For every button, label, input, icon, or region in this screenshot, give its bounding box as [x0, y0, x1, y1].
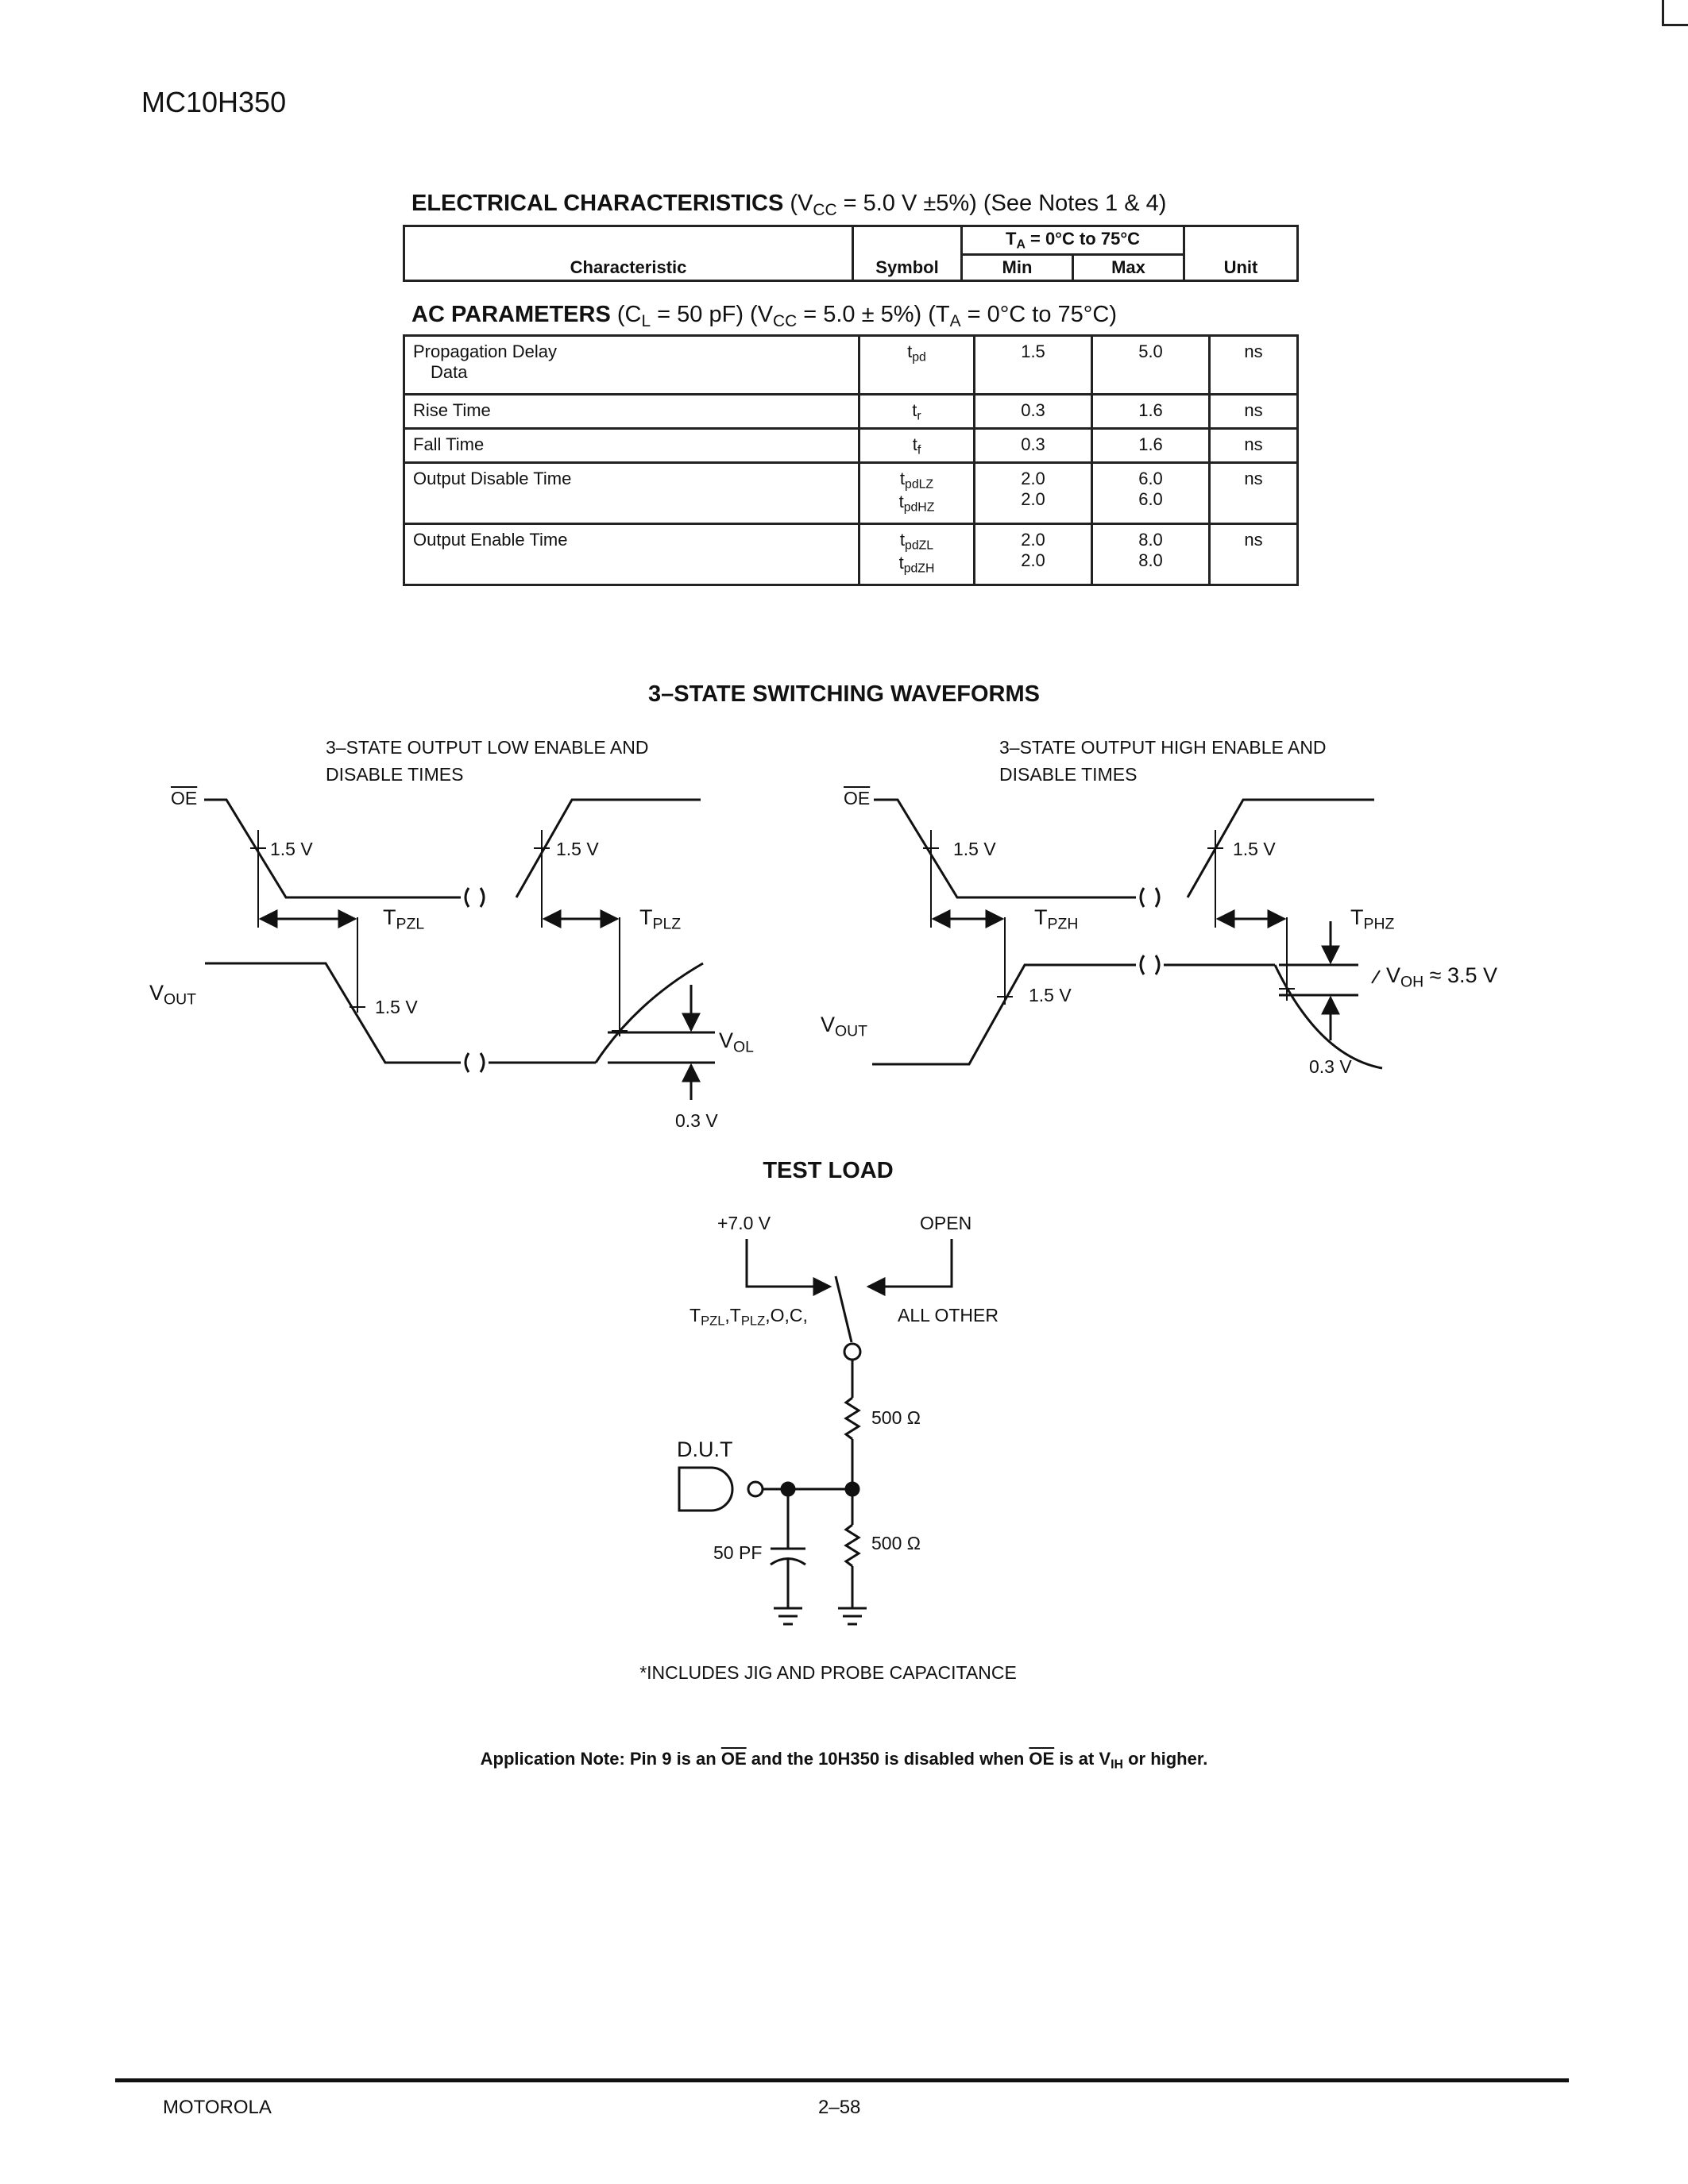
unit-cell: ns [1208, 334, 1299, 396]
right-vout-label: VOUT [821, 1013, 868, 1040]
max-cell: 1.6 [1091, 427, 1211, 464]
left-vout-label: VOUT [149, 981, 197, 1009]
unit-cell: ns [1208, 461, 1299, 525]
page-corner-mark [1662, 0, 1688, 26]
max-cell: 5.0 [1091, 334, 1211, 396]
waveforms-title: 3–STATE SWITCHING WAVEFORMS [647, 681, 1040, 707]
col-min: Min [960, 253, 1074, 283]
electrical-characteristics-title: ELECTRICAL CHARACTERISTICS (VCC = 5.0 V … [411, 191, 1167, 219]
footer-brand: MOTOROLA [163, 2097, 272, 2118]
capacitor-label: 50 PF [713, 1542, 763, 1563]
tpzh-label: TPZH [1034, 905, 1079, 933]
col-max: Max [1072, 253, 1185, 283]
left-vout-waveform [205, 962, 704, 1073]
table-row: Fall Time tf 0.3 1.6 ns [403, 427, 1299, 464]
test-load-circuit [678, 1239, 953, 1626]
min-cell: 1.5 [973, 334, 1093, 396]
jig-note: *INCLUDES JIG AND PROBE CAPACITANCE [639, 1662, 1017, 1683]
open-label: OPEN [920, 1213, 972, 1233]
characteristic-cell: Output Enable Time [403, 523, 860, 586]
tphz-label: TPHZ [1350, 905, 1395, 933]
test-load-title: TEST LOAD [763, 1158, 894, 1183]
part-number: MC10H350 [141, 86, 287, 118]
min-cell: 0.3 [973, 393, 1093, 430]
characteristic-cell: Rise Time [403, 393, 860, 430]
voh-label: VOH ≈ 3.5 V [1386, 963, 1498, 991]
characteristics-header-table: Characteristic Symbol TA = 0°C to 75°C U… [403, 224, 1299, 283]
symbol-cell: tpd [858, 334, 975, 396]
right-timing-markers [923, 830, 1295, 1005]
min-cell: 0.3 [973, 427, 1093, 464]
col-characteristic: Characteristic [403, 224, 854, 283]
right-caption-line-2: DISABLE TIMES [999, 764, 1138, 785]
max-cell: 1.6 [1091, 393, 1211, 430]
left-oe-threshold-1: 1.5 V [270, 839, 313, 859]
right-oe-waveform [874, 798, 1374, 908]
left-03v-label: 0.3 V [675, 1110, 718, 1131]
switch-right-label: ALL OTHER [898, 1305, 999, 1325]
symbol-cell: tf [858, 427, 975, 464]
footer-rule [115, 2078, 1569, 2082]
switch-left-label: TPZL,TPLZ,O,C, [689, 1305, 808, 1329]
resistor-1-label: 500 Ω [871, 1407, 921, 1428]
right-vout-waveform [872, 955, 1383, 1070]
vol-label: VOL [719, 1028, 754, 1056]
left-caption-line-1: 3–STATE OUTPUT LOW ENABLE AND [326, 737, 649, 758]
unit-cell: ns [1208, 523, 1299, 586]
unit-cell: ns [1208, 427, 1299, 464]
left-caption-line-2: DISABLE TIMES [326, 764, 464, 785]
right-03v-label: 0.3 V [1309, 1056, 1352, 1077]
page-number: 2–58 [818, 2097, 861, 2118]
tpzl-label: TPZL [383, 905, 425, 933]
left-vout-threshold: 1.5 V [375, 997, 418, 1017]
left-oe-threshold-2: 1.5 V [556, 839, 599, 859]
right-voh-marker [1279, 921, 1381, 1040]
tplz-label: TPLZ [639, 905, 682, 933]
supply-voltage-label: +7.0 V [717, 1213, 771, 1233]
left-oe-label: OE [171, 788, 198, 808]
right-oe-threshold-1: 1.5 V [953, 839, 996, 859]
ta-range-header: TA = 0°C to 75°C [960, 224, 1185, 257]
application-note: Application Note: Pin 9 is an OE and the… [480, 1749, 1208, 1772]
symbol-cell: tr [858, 393, 975, 430]
characteristic-cell: Output Disable Time [403, 461, 860, 525]
right-oe-threshold-2: 1.5 V [1233, 839, 1276, 859]
left-vol-marker [608, 985, 715, 1100]
right-oe-label: OE [844, 788, 871, 808]
right-vout-threshold: 1.5 V [1029, 985, 1072, 1005]
right-caption-line-1: 3–STATE OUTPUT HIGH ENABLE AND [999, 737, 1327, 758]
characteristic-cell: Fall Time [403, 427, 860, 464]
dut-label: D.U.T [677, 1437, 733, 1461]
col-unit: Unit [1183, 224, 1299, 283]
col-symbol: Symbol [852, 224, 963, 283]
unit-cell: ns [1208, 393, 1299, 430]
table-row: Rise Time tr 0.3 1.6 ns [403, 393, 1299, 430]
ac-parameters-title: AC PARAMETERS (CL = 50 pF) (VCC = 5.0 ± … [411, 302, 1118, 330]
resistor-2-label: 500 Ω [871, 1533, 921, 1553]
left-timing-markers [250, 830, 628, 1036]
